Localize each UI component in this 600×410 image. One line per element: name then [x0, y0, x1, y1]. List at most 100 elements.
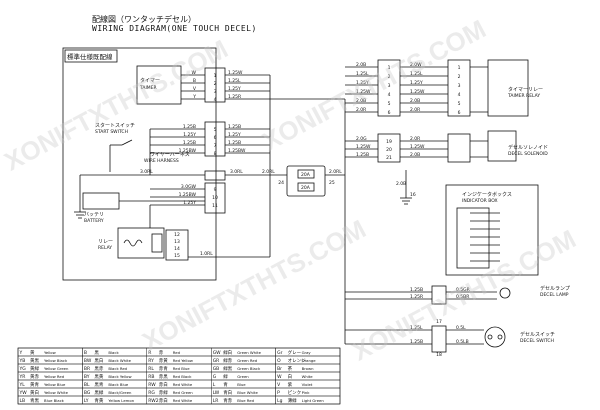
- legend-jp: 黄白: [30, 389, 39, 396]
- legend-code: P: [277, 390, 280, 396]
- timer-relay-wire-right: 2.0W: [410, 62, 422, 68]
- start-pin: 7: [214, 143, 217, 149]
- start-wire-left: 1.25Y: [183, 132, 196, 138]
- legend-en: Green: [237, 374, 249, 379]
- legend-code: G: [213, 374, 217, 380]
- legend-jp: グレー: [288, 349, 302, 356]
- legend-jp: 青黄: [94, 397, 103, 404]
- legend-jp: 青白: [223, 389, 232, 396]
- legend-jp: 黄赤: [30, 373, 39, 380]
- legend-en: Yellow Red: [44, 374, 65, 379]
- legend-jp: 黄: [30, 349, 35, 356]
- legend-en: Orange: [302, 358, 317, 363]
- timer-relay-pin-r: 3: [458, 83, 461, 89]
- legend-code: RL: [148, 366, 154, 372]
- legend-en: Yellow Blue: [44, 382, 66, 387]
- timer-block: [136, 65, 182, 105]
- legend-code: YR: [19, 374, 26, 380]
- decel-switch-label-en: DECEL SWITCH: [520, 338, 554, 344]
- timer-relay-pin-r: 6: [458, 110, 461, 116]
- legend-en: Red Yellow: [173, 358, 193, 363]
- legend-en: Red Green: [173, 390, 194, 395]
- legend-en: Green White: [237, 350, 261, 355]
- battery-connector: [204, 182, 226, 214]
- legend-en: Black Yellow: [108, 374, 131, 379]
- legend-jp: オレンジ: [288, 358, 306, 364]
- legend-code: W: [277, 374, 282, 380]
- legend-jp: 薄緑: [288, 397, 297, 404]
- start-pin: 5: [214, 127, 217, 133]
- legend-jp: 青黒: [30, 397, 39, 404]
- legend-code: YL: [19, 382, 26, 388]
- battery-symbol: [82, 192, 120, 210]
- legend-en: Red White: [173, 382, 193, 387]
- indicator-label-en: INDICATOR BOX: [462, 198, 498, 204]
- legend-en: Red Black: [173, 374, 192, 379]
- timer-relay-wire-left: 2.0R: [356, 107, 366, 113]
- timer-relay-label-en: TAIMER RELAY: [507, 93, 540, 99]
- timer-relay-wire-left: 2.0B: [356, 98, 366, 104]
- start-wire-left: 1.25B: [183, 124, 196, 130]
- title-jp: 配線図（ワンタッチデセル）: [92, 15, 196, 24]
- main-wire-label-b: 3.0RL: [230, 169, 243, 175]
- battery-label-en: BATTERY: [84, 218, 104, 224]
- decel-switch-symbol: [484, 326, 506, 348]
- switch-pin-2: 18: [436, 352, 442, 358]
- timer-relay-pin: 4: [388, 92, 391, 98]
- legend-code: B: [84, 350, 87, 356]
- legend-code: Br: [277, 366, 282, 372]
- legend-jp: 青赤: [223, 397, 232, 404]
- legend-en: Gray: [302, 350, 312, 355]
- timer-pin: 4: [214, 97, 217, 103]
- timer-wire-right: 1.25L: [228, 78, 241, 84]
- legend-en: Blue White: [237, 390, 258, 395]
- relay-pin: 12: [174, 232, 180, 238]
- start-wire-left: 1.25BW: [179, 148, 197, 154]
- battery-pin: 11: [212, 203, 218, 209]
- timer-relay-pin: 1: [388, 65, 391, 71]
- ground-pin: 16: [410, 192, 416, 198]
- legend-code: BL: [84, 382, 90, 388]
- timer-wire-left: B: [193, 78, 196, 84]
- timer-relay-wire-right: 1.25W: [410, 89, 425, 95]
- timer-pin: 3: [214, 89, 217, 95]
- legend-code: GB: [213, 366, 220, 372]
- timer-wire-left: Y: [192, 94, 196, 100]
- switch-pin-1: 17: [436, 319, 442, 325]
- relay-label-jp: リレー: [98, 239, 113, 245]
- start-switch-label-en: START SWITCH: [95, 129, 128, 135]
- decel-solenoid-label-en: DECEL SOLENOID: [508, 151, 548, 157]
- legend-jp: 赤黄: [159, 357, 168, 364]
- legend-en: Brown: [302, 366, 315, 371]
- start-pin: 8: [214, 151, 217, 157]
- legend-en: Pink: [302, 390, 311, 395]
- legend-code: RY: [148, 358, 154, 364]
- legend-jp: 白: [288, 373, 293, 380]
- standard-wiring-box: [62, 47, 217, 281]
- timer-relay-connector-left: [377, 59, 401, 117]
- relay-label-en: RELAY: [98, 245, 112, 251]
- legend-cell: [275, 395, 341, 405]
- battery-wire-2: 1.25BW: [179, 192, 197, 198]
- legend-jp: 緑黒: [223, 365, 232, 372]
- legend-code: LY: [84, 398, 89, 404]
- legend-en: Yellow Green: [44, 366, 69, 371]
- timer-relay-pin-r: 4: [458, 92, 461, 98]
- legend-jp: 青: [223, 381, 228, 388]
- solenoid-pin: 19: [386, 139, 392, 145]
- solenoid-wire-left: 2.0G: [356, 136, 367, 142]
- legend-jp: 黒赤: [94, 366, 103, 372]
- timer-relay-wire-left: 2.0B: [356, 62, 366, 68]
- harness-label-jp: ワイヤーハーネス: [150, 152, 190, 158]
- legend-en: Blue Black: [44, 398, 65, 403]
- relay-pin: 13: [174, 239, 180, 245]
- legend-en: Blue: [237, 382, 246, 387]
- legend-code: Lg: [277, 398, 283, 404]
- legend-jp: 緑赤: [223, 357, 232, 364]
- legend-code: V: [277, 382, 281, 388]
- legend-code: LB: [20, 398, 26, 404]
- legend-en: Green Black: [237, 366, 261, 371]
- legend-jp: 緑: [223, 373, 228, 380]
- solenoid-pin: 21: [386, 155, 392, 161]
